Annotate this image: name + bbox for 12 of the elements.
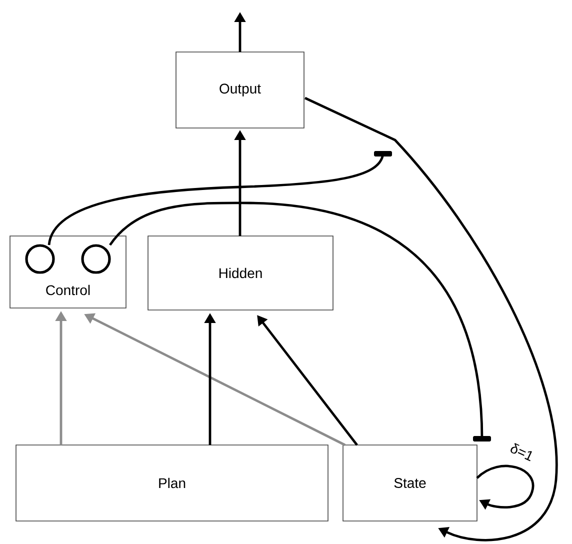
process-box: Control	[10, 236, 126, 308]
process-box: Plan	[16, 444, 328, 522]
process-box: Hidden	[148, 236, 334, 310]
inhibition-line	[48, 151, 392, 246]
edge-label: δ=1	[510, 443, 532, 462]
gate-circle	[81, 244, 111, 274]
gate-circle	[25, 244, 55, 274]
arrow	[304, 96, 558, 542]
inhibition-line	[109, 202, 491, 442]
process-box: State	[342, 444, 478, 522]
self-loop-arrow	[476, 464, 534, 510]
process-box: Output	[176, 52, 304, 128]
